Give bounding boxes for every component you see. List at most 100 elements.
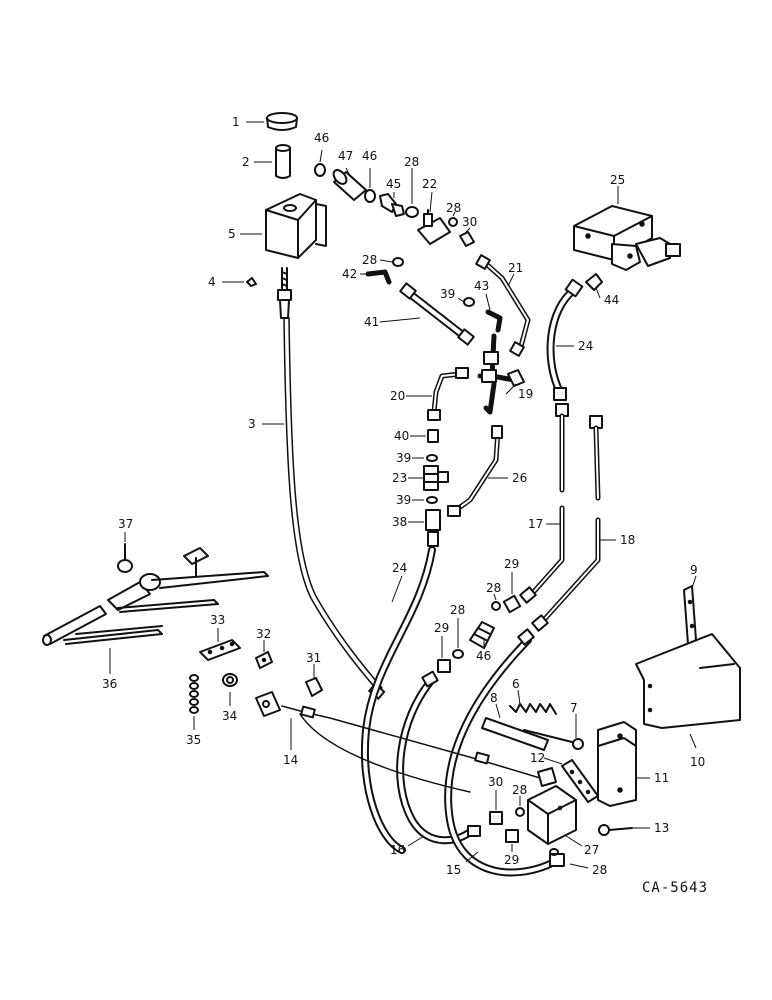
clip-31 [305, 677, 323, 697]
callout-26: 26 [488, 471, 527, 485]
svg-text:32: 32 [256, 627, 271, 641]
hose-24-upper [546, 278, 584, 401]
svg-text:44: 44 [604, 293, 619, 307]
svg-text:19: 19 [518, 387, 533, 401]
o-ring-39a [463, 297, 475, 307]
tube-17 [519, 403, 569, 604]
callout-15: 15 [446, 851, 479, 877]
svg-text:38: 38 [392, 515, 407, 529]
fitting-29b [437, 659, 451, 673]
svg-text:25: 25 [610, 173, 625, 187]
callout-29b: 29 [434, 621, 449, 658]
callout-28f: 28 [512, 783, 527, 806]
svg-text:17: 17 [528, 517, 543, 531]
svg-text:9: 9 [690, 563, 698, 577]
callout-47: 47 [338, 149, 353, 177]
hose-15 [444, 628, 565, 877]
callout-40: 40 [394, 429, 426, 443]
callout-1: 1 [232, 115, 264, 129]
callout-39b: 39 [396, 451, 424, 465]
callout-29c: 29 [504, 844, 519, 867]
callout-46c: 46 [476, 640, 491, 663]
svg-text:46: 46 [314, 131, 329, 145]
svg-text:20: 20 [390, 389, 405, 403]
svg-text:15: 15 [446, 863, 461, 877]
clevis-14 [255, 691, 281, 717]
callout-36: 36 [102, 648, 117, 691]
svg-text:41: 41 [364, 315, 379, 329]
svg-text:42: 42 [342, 267, 357, 281]
svg-text:10: 10 [690, 755, 705, 769]
callout-13: 13 [632, 821, 669, 835]
svg-text:45: 45 [386, 177, 401, 191]
svg-text:28: 28 [404, 155, 419, 169]
washer-28d [491, 601, 501, 611]
svg-text:8: 8 [490, 691, 498, 705]
callout-2: 2 [242, 155, 272, 169]
callout-10: 10 [689, 733, 705, 769]
svg-text:40: 40 [394, 429, 409, 443]
rockshaft-36 [42, 547, 269, 646]
reservoir-tank [265, 193, 327, 259]
rod-8 [481, 717, 549, 751]
tube-21 [475, 254, 531, 357]
svg-text:30: 30 [488, 775, 503, 789]
link-33 [199, 639, 241, 661]
svg-text:1: 1 [232, 115, 240, 129]
elbow-43 [485, 309, 503, 333]
callout-3: 3 [248, 417, 284, 431]
fitting-40 [427, 429, 439, 443]
spring-6 [509, 703, 557, 715]
tee-22 [417, 209, 451, 245]
svg-text:35: 35 [186, 733, 201, 747]
callout-23: 23 [392, 471, 424, 485]
svg-text:22: 22 [422, 177, 437, 191]
callout-31: 31 [306, 651, 321, 678]
drawing-code: CA-5643 [642, 880, 708, 896]
callout-11: 11 [636, 771, 669, 785]
washer-28g [549, 848, 559, 856]
svg-text:16: 16 [390, 843, 405, 857]
sleeve-47 [332, 169, 367, 201]
svg-text:2: 2 [242, 155, 250, 169]
tube-26 [447, 425, 503, 517]
callout-42: 42 [342, 267, 368, 281]
washer-28a [405, 206, 419, 218]
svg-text:5: 5 [228, 227, 236, 241]
callout-32: 32 [256, 627, 271, 652]
control-valve [573, 205, 681, 271]
callout-9: 9 [690, 563, 698, 589]
elbow-42 [365, 269, 392, 285]
callout-33: 33 [210, 613, 225, 642]
svg-text:28: 28 [512, 783, 527, 797]
svg-text:28: 28 [450, 603, 465, 617]
elbow-44 [585, 273, 603, 291]
svg-text:47: 47 [338, 149, 353, 163]
adapter-38 [425, 509, 441, 547]
callout-24a: 24 [556, 339, 593, 353]
callout-43: 43 [474, 279, 491, 311]
svg-text:24: 24 [578, 339, 593, 353]
callout-24b: 24 [391, 561, 407, 603]
callout-22: 22 [422, 177, 437, 213]
callout-46b: 46 [362, 149, 377, 188]
svg-text:6: 6 [512, 677, 520, 691]
bolt-7 [523, 729, 584, 750]
callout-28c: 28 [362, 253, 393, 267]
svg-text:29: 29 [434, 621, 449, 635]
svg-text:36: 36 [102, 677, 117, 691]
tee-23 [423, 465, 449, 491]
bushing-34 [222, 673, 238, 687]
svg-text:39: 39 [440, 287, 455, 301]
svg-text:30: 30 [462, 215, 477, 229]
hose-41 [399, 282, 475, 346]
tube-18 [531, 415, 603, 632]
svg-text:39: 39 [396, 493, 411, 507]
chain-35 [189, 674, 199, 714]
callout-34: 34 [222, 692, 237, 723]
callout-5: 5 [228, 227, 262, 241]
svg-text:28: 28 [486, 581, 501, 595]
callout-28d: 28 [486, 581, 501, 601]
callout-44: 44 [595, 287, 619, 307]
callout-29a: 29 [504, 557, 519, 594]
